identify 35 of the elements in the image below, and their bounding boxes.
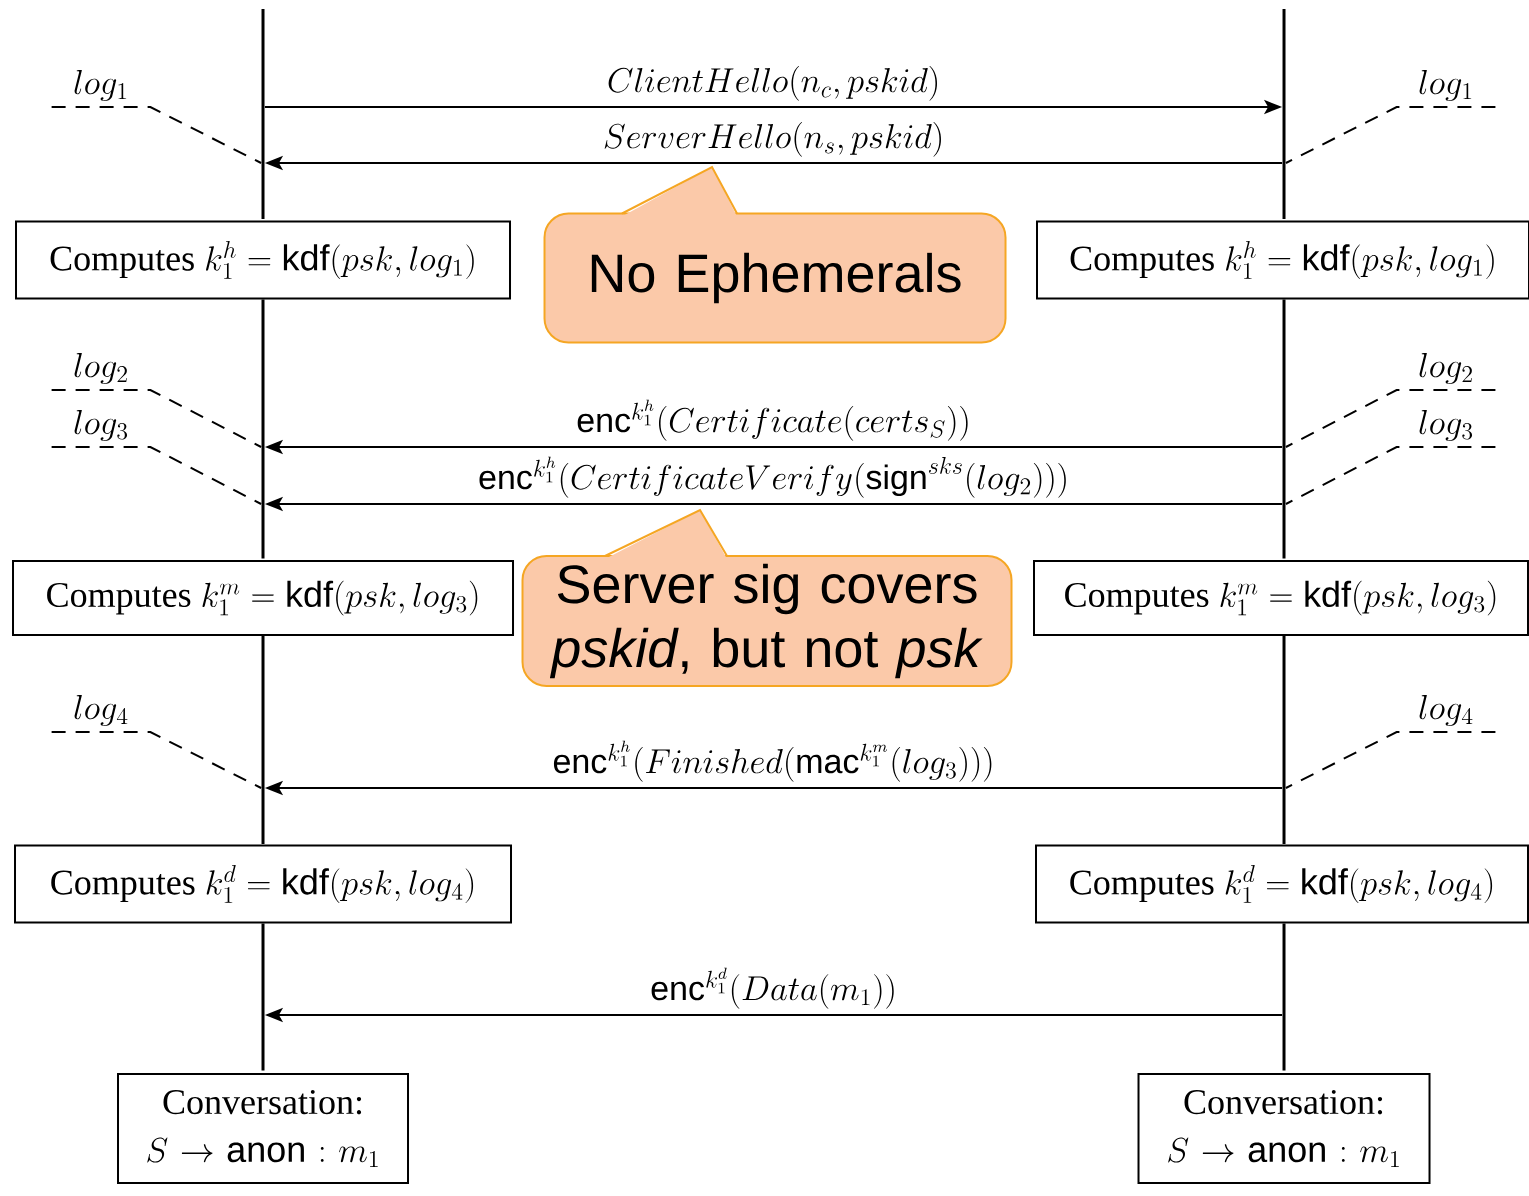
- log-label: $log_4$: [1419, 694, 1473, 726]
- computation-box: $\mbox{Computes } k^m_1 = \mathsf{kdf}(psk, log_3)$: [12, 560, 514, 636]
- conversation-box: Conversation: $S \rightarrow \mathsf{anon} : m_1$: [117, 1073, 409, 1185]
- lifeline: [1282, 299, 1286, 559]
- log-label: $log_1$: [1419, 69, 1472, 101]
- log-label: $log_1$: [74, 69, 127, 101]
- computation-box: $\mbox{Computes } k^h_1 = \mathsf{kdf}(psk, log_1)$: [15, 220, 511, 300]
- log-label: $log_3$: [1419, 409, 1473, 441]
- computation-box: $\mbox{Computes } k^m_1 = \mathsf{kdf}(psk, log_3)$: [1033, 560, 1529, 636]
- callout-bubble: No Ephemerals: [543, 165, 1007, 344]
- lifeline: [1282, 636, 1286, 844]
- leader-line: [1284, 389, 1497, 448]
- leader-line: [1284, 106, 1497, 164]
- edge-label: $\mathsf{enc}^{k^h_1}(CertificateVerify(\mathsf{sign}^{sks}(log_2)))$: [476, 454, 1071, 500]
- leader-line: [50, 106, 263, 164]
- edge-label: $\mathsf{enc}^{k^h_1}(Finished(\mathsf{mac}^{k^m_1}(log_3)))$: [550, 738, 997, 784]
- edge-label: $\mathsf{enc}^{k^h_1}(Certificate(certs_S))$: [574, 397, 973, 443]
- log-label: $log_2$: [1419, 352, 1472, 384]
- leader-line: [50, 389, 263, 448]
- computation-box: $\mbox{Computes } k^d_1 = \mathsf{kdf}(psk, log_4)$: [14, 844, 512, 924]
- leader-line: [50, 446, 263, 505]
- computation-box: $\mbox{Computes } k^d_1 = \mathsf{kdf}(psk, log_4)$: [1035, 844, 1529, 924]
- edge-label: $\mathsf{enc}^{k^d_1}(Data(m_1))$: [648, 965, 899, 1011]
- lifeline: [1282, 923, 1286, 1071]
- leader-line: [1284, 446, 1497, 505]
- edge-label: $ClientHello(n_c, pskid)$: [604, 64, 943, 103]
- log-label: $log_4$: [74, 694, 128, 726]
- callout-bubble: Server sig covers pskid, but not psk: [521, 508, 1013, 687]
- log-label: $log_3$: [74, 409, 128, 441]
- conversation-box: Conversation: $S \rightarrow \mathsf{anon} : m_1$: [1137, 1073, 1431, 1185]
- edge-label: $ServerHello(n_s, pskid)$: [600, 120, 947, 159]
- computation-box: $\mbox{Computes } k^h_1 = \mathsf{kdf}(psk, log_1)$: [1036, 220, 1529, 300]
- leader-line: [1284, 731, 1497, 789]
- log-label: $log_2$: [74, 352, 127, 384]
- leader-line: [50, 731, 263, 789]
